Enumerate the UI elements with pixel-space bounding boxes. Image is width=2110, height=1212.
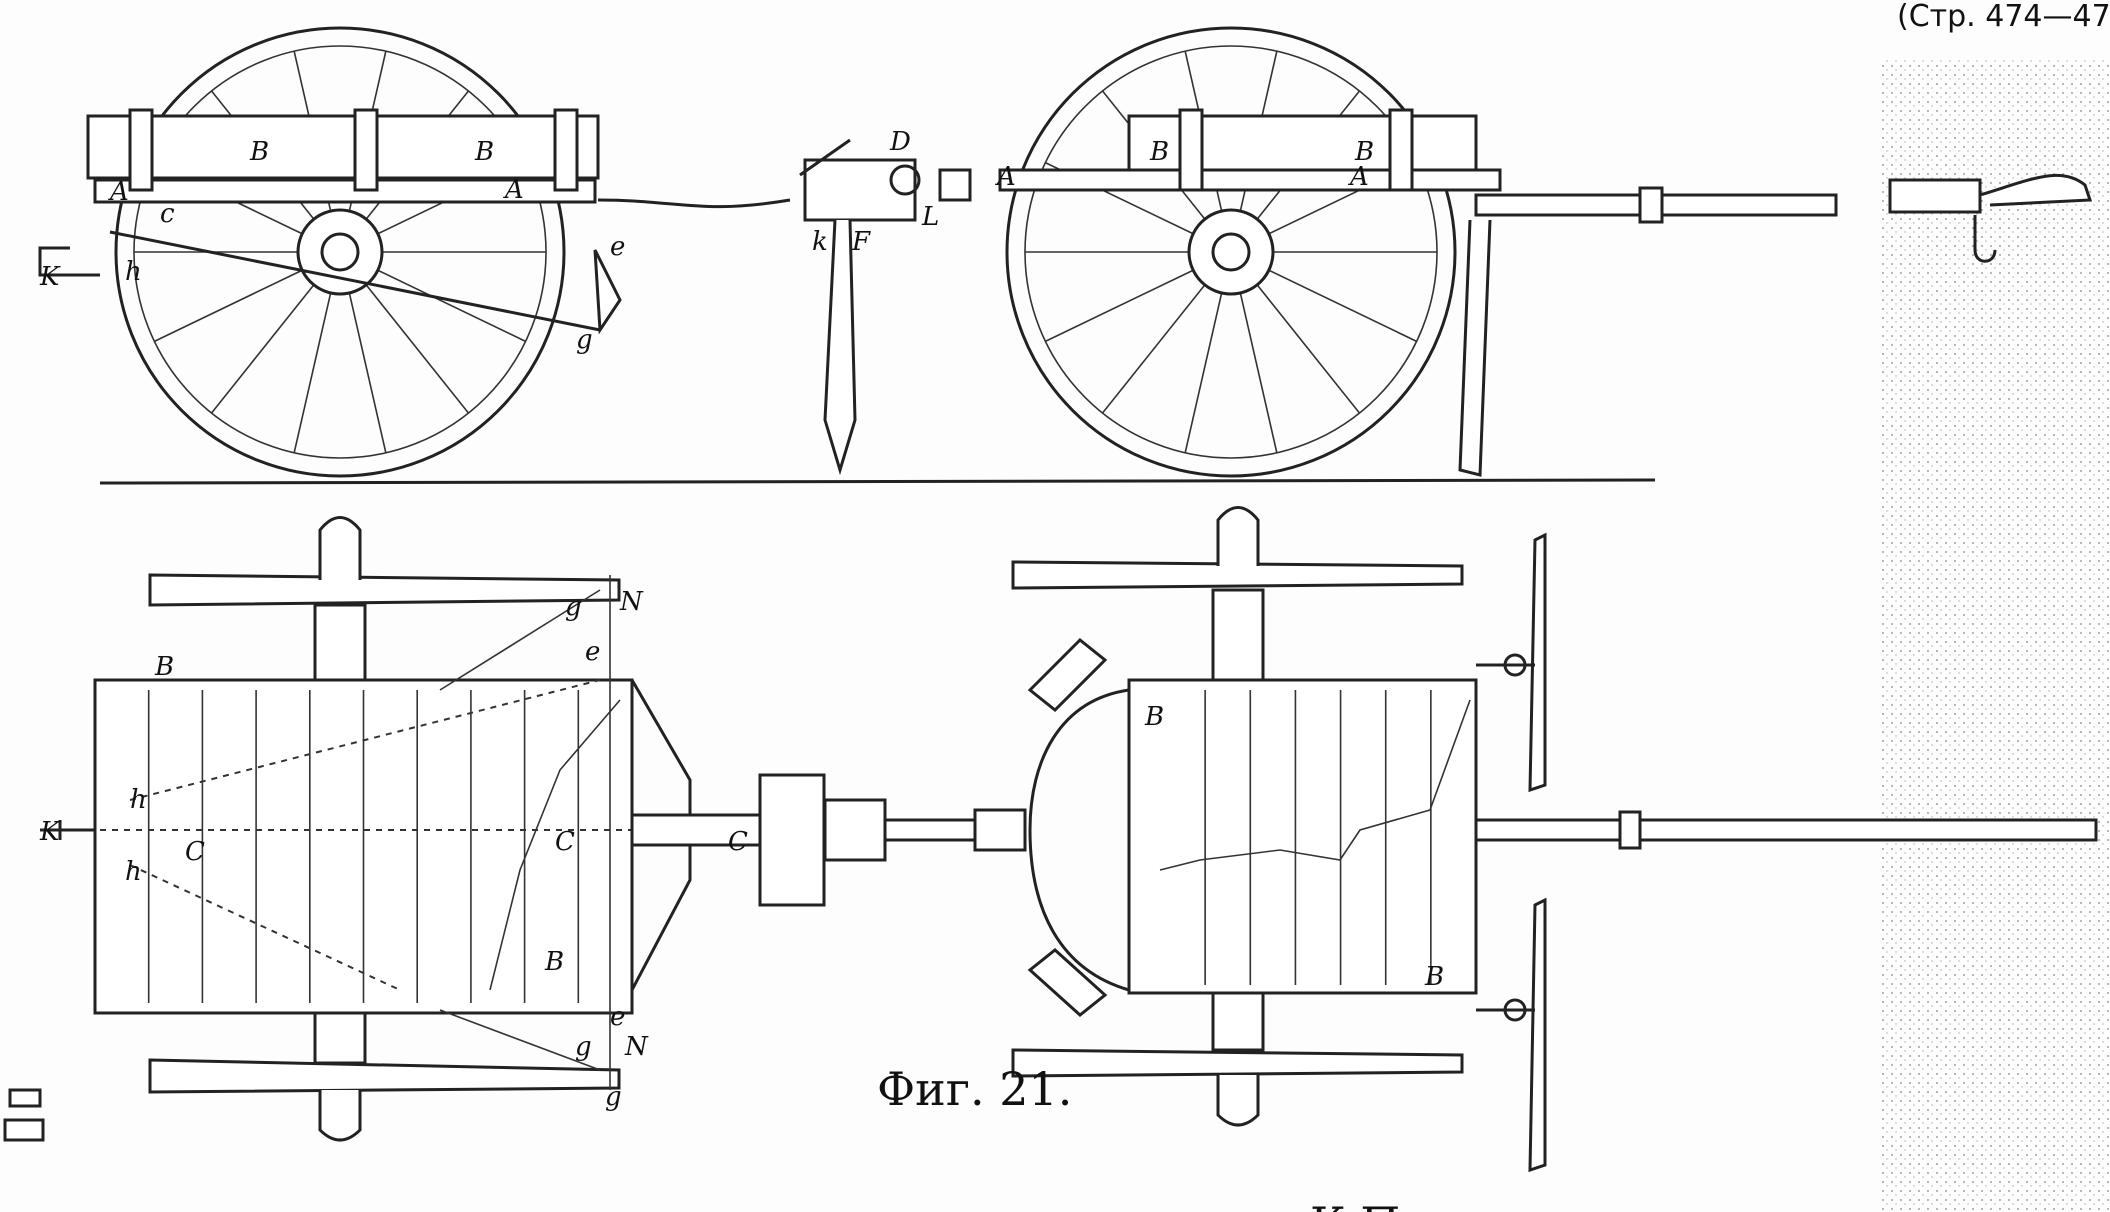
rear-body-side xyxy=(38,108,791,335)
svg-text:A: A xyxy=(503,175,524,205)
coupling-top xyxy=(630,773,1027,907)
wheel-spoke xyxy=(1268,269,1417,343)
svg-text:k: k xyxy=(812,227,828,257)
ground-line xyxy=(99,478,1656,485)
svg-text:g: g xyxy=(576,325,593,355)
svg-text:L: L xyxy=(921,202,939,232)
wheel-spoke xyxy=(348,292,387,454)
svg-text:B: B xyxy=(1354,137,1374,167)
wheel-spoke xyxy=(210,284,315,414)
svg-text:B: B xyxy=(544,947,564,977)
wheel-spoke xyxy=(1184,292,1223,454)
svg-text:e: e xyxy=(585,637,600,667)
svg-text:h: h xyxy=(125,857,142,887)
wheel-spoke xyxy=(365,284,470,414)
singletree-lower xyxy=(1528,897,1547,1173)
top-view: B K h h C C C B g N e e g N g B B xyxy=(39,506,2098,1173)
wheel-spoke xyxy=(1256,284,1361,414)
svg-text:B: B xyxy=(474,137,494,167)
svg-text:N: N xyxy=(624,1032,649,1062)
svg-text:B: B xyxy=(249,137,269,167)
side-view-labels: B B A A c e g h K D L F k A B B A xyxy=(39,127,1374,355)
wheel-spoke xyxy=(1101,284,1206,414)
svg-text:C: C xyxy=(185,837,205,867)
prop-stand xyxy=(823,219,857,476)
svg-text:B: B xyxy=(1149,137,1169,167)
front-body-top xyxy=(1027,532,2098,1173)
wheel-spoke xyxy=(293,292,332,454)
svg-text:e: e xyxy=(610,232,625,262)
rear-wheels-top xyxy=(148,516,621,1142)
margin-fragment-left xyxy=(3,1088,45,1142)
svg-text:C: C xyxy=(555,827,575,857)
front-wheels-top xyxy=(1011,506,1464,1127)
wheel-spoke xyxy=(154,269,303,343)
svg-text:N: N xyxy=(619,587,644,617)
pole-top xyxy=(1474,818,2098,842)
wheel-spoke xyxy=(1239,292,1278,454)
svg-text:h: h xyxy=(125,257,142,287)
svg-text:A: A xyxy=(108,177,129,207)
svg-text:h: h xyxy=(130,785,147,815)
svg-text:A: A xyxy=(995,162,1016,192)
svg-text:B: B xyxy=(1424,962,1444,992)
svg-text:g: g xyxy=(575,1032,592,1062)
scan-noise-right xyxy=(1880,60,2110,1212)
svg-text:D: D xyxy=(889,127,911,157)
svg-text:K: K xyxy=(39,262,61,292)
top-view-labels: B K h h C C C B g N e e g N g B B xyxy=(39,587,1444,1112)
svg-text:g: g xyxy=(605,1082,622,1112)
rear-body-top xyxy=(40,575,692,1090)
wheel-spoke xyxy=(377,269,526,343)
svg-text:c: c xyxy=(160,199,175,229)
svg-text:K: K xyxy=(39,817,61,847)
rear-wheel-side xyxy=(114,26,566,478)
svg-text:F: F xyxy=(851,227,871,257)
svg-text:g: g xyxy=(565,592,582,622)
svg-text:C: C xyxy=(728,827,748,857)
svg-text:e: e xyxy=(610,1002,625,1032)
side-view: B B A A c e g h K D L F k A B B A xyxy=(38,26,2093,485)
svg-text:B: B xyxy=(1144,702,1164,732)
figure-caption: Фиг. 21. xyxy=(877,1062,1072,1116)
svg-text:B: B xyxy=(154,652,174,682)
singletree-upper xyxy=(1528,532,1547,793)
limber-coupling xyxy=(799,138,972,476)
svg-text:A: A xyxy=(1348,162,1369,192)
wheel-spoke xyxy=(1045,269,1194,343)
page-reference: (Стр. 474—478). xyxy=(1897,0,2110,34)
front-body-side xyxy=(998,108,2093,477)
front-wheel-side xyxy=(1005,26,1457,478)
footer-partial-text: К П xyxy=(1310,1197,1400,1212)
